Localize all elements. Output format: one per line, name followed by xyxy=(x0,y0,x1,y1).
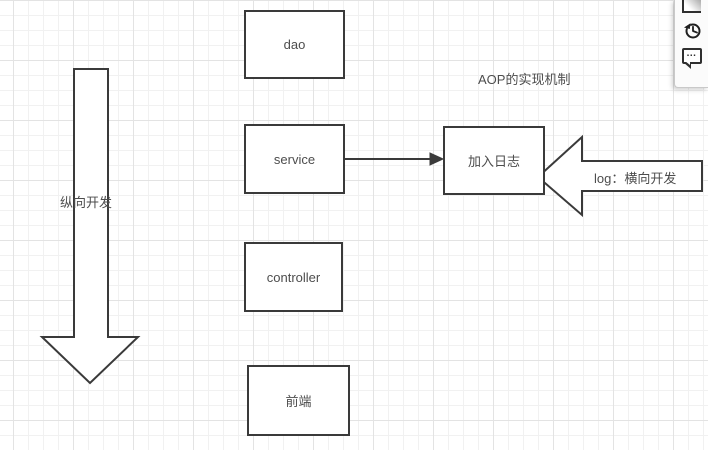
history-icon xyxy=(682,21,700,39)
node-controller[interactable]: controller xyxy=(244,242,343,312)
node-label: controller xyxy=(266,269,321,285)
diagram-title-text[interactable]: AOP的实现机制 xyxy=(478,72,571,87)
side-toolbar-panel: ... xyxy=(674,0,708,88)
vertical-down-arrow-shape[interactable] xyxy=(39,68,141,385)
log-arrow-label[interactable]: log：横向开发 xyxy=(594,171,677,186)
node-label: service xyxy=(273,151,316,167)
shape-icon xyxy=(682,0,701,13)
shape-button[interactable] xyxy=(682,0,702,20)
comment-icon: ... xyxy=(681,48,702,69)
node-label: 前端 xyxy=(285,394,312,409)
node-frontend[interactable]: 前端 xyxy=(247,365,350,436)
node-add-log[interactable]: 加入日志 xyxy=(443,126,545,195)
node-service[interactable]: service xyxy=(244,124,345,194)
connector-arrowhead xyxy=(429,152,445,166)
comment-dots: ... xyxy=(686,48,697,59)
comment-button[interactable]: ... xyxy=(681,46,702,69)
node-label: 加入日志 xyxy=(467,154,520,169)
vertical-arrow-label[interactable]: 纵向开发 xyxy=(59,195,112,210)
log-left-arrow-shape[interactable] xyxy=(536,134,703,218)
node-label: dao xyxy=(283,37,306,52)
node-dao[interactable]: dao xyxy=(244,10,345,79)
history-button[interactable] xyxy=(682,20,702,40)
